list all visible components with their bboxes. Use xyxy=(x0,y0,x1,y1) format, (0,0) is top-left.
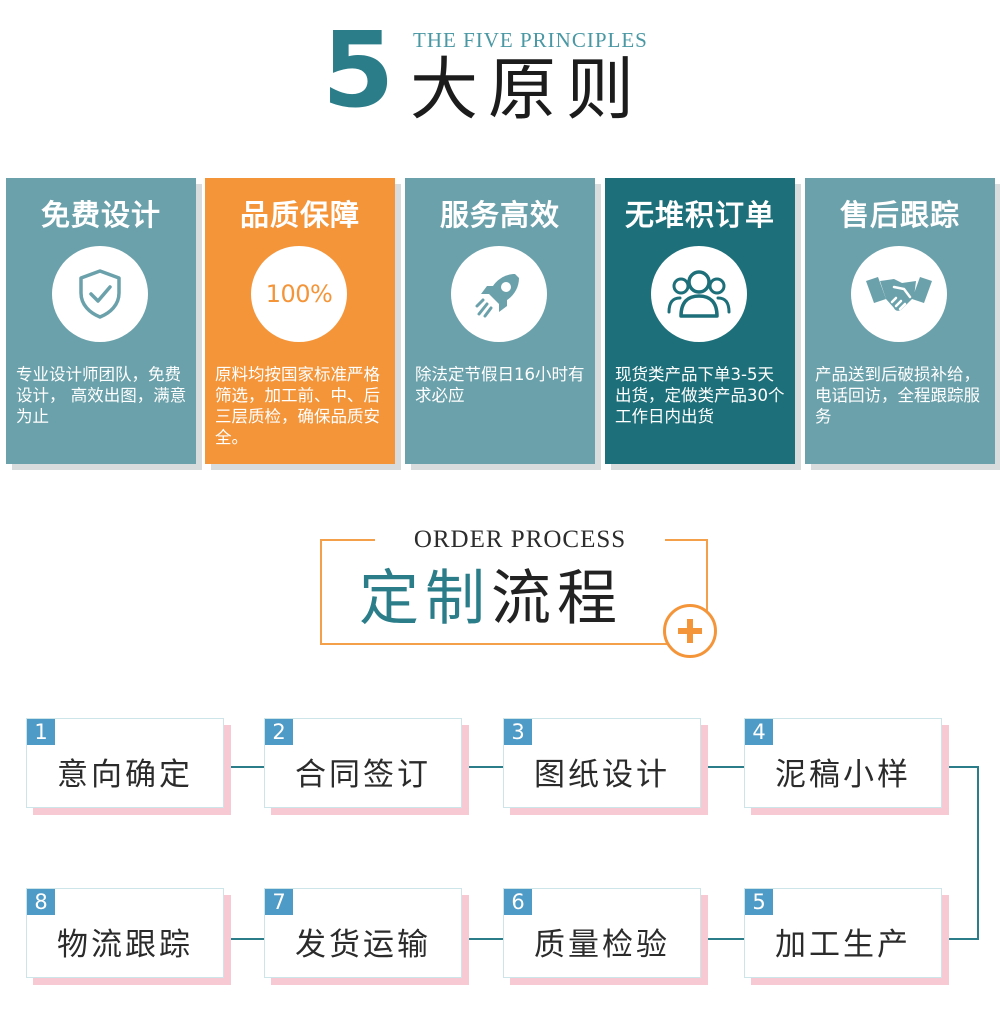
step-number: 8 xyxy=(27,889,55,915)
card-description: 现货类产品下单3-5天出货，定做类产品30个工作日内出货 xyxy=(615,365,785,426)
plus-icon xyxy=(663,604,717,658)
card-title: 服务高效 xyxy=(439,198,560,232)
process-step-1: 1 意向确定 xyxy=(26,718,224,808)
order-process-english-title: ORDER PROCESS xyxy=(413,526,627,553)
process-step-2: 2 合同签订 xyxy=(264,718,462,808)
card-title: 免费设计 xyxy=(40,198,161,232)
step-number: 4 xyxy=(745,719,773,745)
shield-check-icon xyxy=(79,269,121,319)
card-description: 原料均按国家标准严格筛选，加工前、中、后三层质检，确保品质安全。 xyxy=(215,365,380,447)
connector-3-4 xyxy=(701,766,744,768)
step-label: 泥稿小样 xyxy=(775,757,911,793)
connector-5-6 xyxy=(701,938,744,940)
step-label: 图纸设计 xyxy=(534,757,670,793)
card-icon-circle xyxy=(851,246,947,342)
step-number: 5 xyxy=(745,889,773,915)
principles-chinese-title: 大原则 xyxy=(410,51,645,130)
process-step-7: 7 发货运输 xyxy=(264,888,462,978)
connector-7-8 xyxy=(224,938,264,940)
step-label: 意向确定 xyxy=(57,757,193,793)
order-process-title-accent: 定制 xyxy=(359,564,491,634)
rocket-icon xyxy=(475,274,519,318)
card-icon-circle xyxy=(451,246,547,342)
order-process-label-backdrop xyxy=(375,526,665,554)
step-number: 3 xyxy=(504,719,532,745)
card-description: 除法定节假日16小时有求必应 xyxy=(415,365,585,405)
card-description: 产品送到后破损补给，电话回访，全程跟踪服务 xyxy=(815,365,980,426)
step-label: 发货运输 xyxy=(295,927,431,963)
principle-card-no-backlog: 无堆积订单 现货类产品下单3-5天出货，定做类产品30个工作日内出货 xyxy=(605,178,795,464)
card-title: 无堆积订单 xyxy=(624,198,775,232)
step-label: 质量检验 xyxy=(534,927,670,963)
card-title: 售后跟踪 xyxy=(839,198,960,232)
step-number: 1 xyxy=(27,719,55,745)
card-icon-circle xyxy=(52,246,148,342)
step-number: 6 xyxy=(504,889,532,915)
card-icon-circle: 100% xyxy=(251,246,347,342)
100-percent-badge: 100% xyxy=(265,280,333,308)
users-icon xyxy=(667,270,731,318)
connector-1-2 xyxy=(224,766,264,768)
card-description: 专业设计师团队，免费设计， 高效出图，满意为止 xyxy=(16,365,187,426)
process-step-5: 5 加工生产 xyxy=(744,888,942,978)
process-step-3: 3 图纸设计 xyxy=(503,718,701,808)
handshake-icon xyxy=(866,277,932,311)
process-step-6: 6 质量检验 xyxy=(503,888,701,978)
step-label: 物流跟踪 xyxy=(57,927,193,963)
connector-4-5-top xyxy=(942,766,978,768)
order-process-chinese-title: 定制流程 xyxy=(359,566,623,632)
principles-number: 5 xyxy=(322,9,395,131)
principle-card-efficient-service: 服务高效 除法定节假日16小时有求必应 xyxy=(405,178,595,464)
connector-6-7 xyxy=(462,938,503,940)
connector-4-5-bottom xyxy=(942,938,978,940)
connector-2-3 xyxy=(462,766,503,768)
principles-english-title: THE FIVE PRINCIPLES xyxy=(413,28,648,52)
step-label: 合同签订 xyxy=(295,757,431,793)
card-icon-circle xyxy=(651,246,747,342)
order-process-title-rest: 流程 xyxy=(491,564,623,634)
process-step-8: 8 物流跟踪 xyxy=(26,888,224,978)
principle-card-after-sales: 售后跟踪 产品送到后破损补给，电话回访，全程跟踪服务 xyxy=(805,178,995,464)
process-step-4: 4 泥稿小样 xyxy=(744,718,942,808)
principle-card-free-design: 免费设计 专业设计师团队，免费设计， 高效出图，满意为止 xyxy=(6,178,196,464)
step-number: 7 xyxy=(265,889,293,915)
step-number: 2 xyxy=(265,719,293,745)
step-label: 加工生产 xyxy=(775,927,911,963)
card-title: 品质保障 xyxy=(239,198,360,232)
principle-card-quality: 品质保障 100% 原料均按国家标准严格筛选，加工前、中、后三层质检，确保品质安… xyxy=(205,178,395,464)
connector-4-5-vertical xyxy=(977,766,979,940)
